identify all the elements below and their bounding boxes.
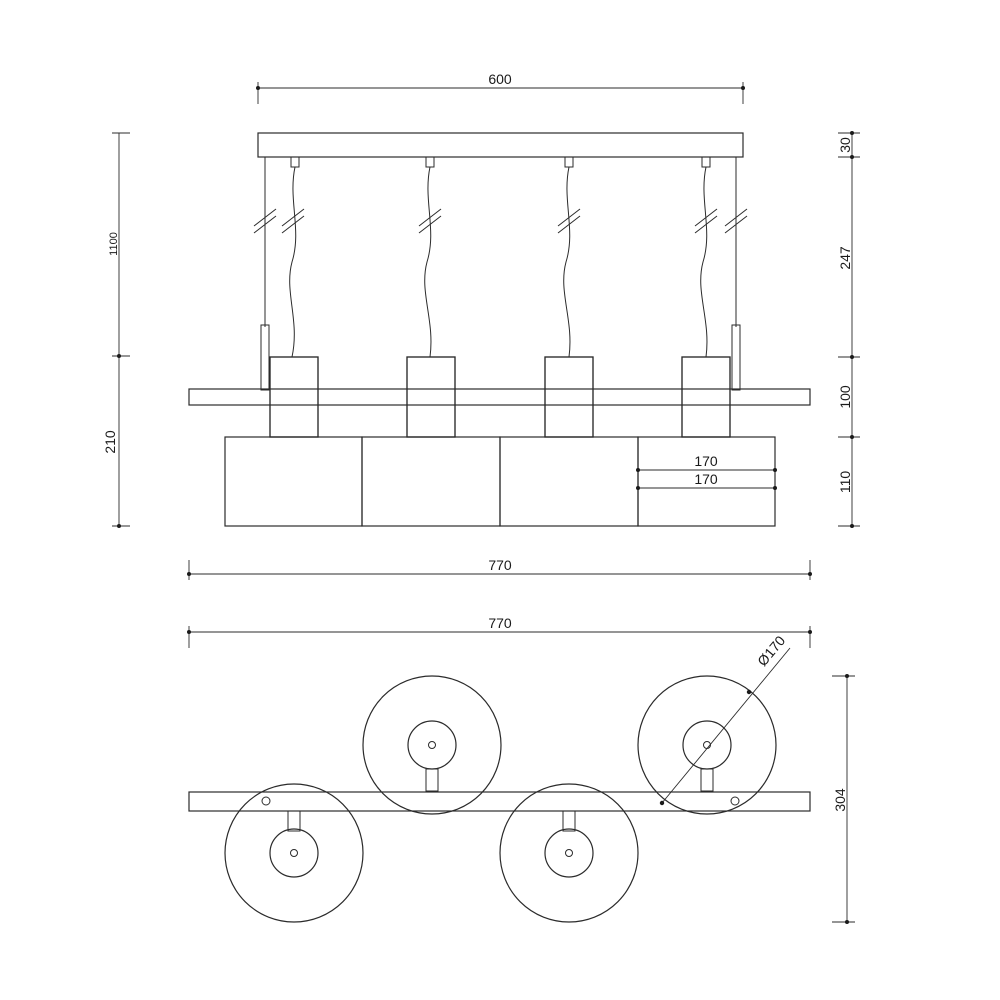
drop-height-label: 247 xyxy=(837,246,853,270)
depth-dimension: 304 xyxy=(832,674,855,924)
bottom-width-dimension: 770 xyxy=(187,557,812,580)
total-height-label: 1100 xyxy=(108,232,120,256)
front-shades xyxy=(224,783,639,923)
cords xyxy=(289,166,708,358)
lamp-holders xyxy=(269,356,731,438)
top-width-dimension: 600 xyxy=(256,71,745,104)
lamp-holders-front xyxy=(269,356,731,438)
diameter-label: Ø170 xyxy=(754,632,788,669)
top-view: 770 xyxy=(187,615,855,924)
right-height-dimensions: 30 247 100 110 xyxy=(837,131,860,528)
horizontal-bar xyxy=(188,388,811,406)
suspension-rods xyxy=(260,157,741,391)
top-view-bar xyxy=(188,791,811,812)
lower-height-label: 210 xyxy=(102,430,118,454)
canopy-height-label: 30 xyxy=(837,137,853,153)
bar-height-label: 100 xyxy=(837,385,853,409)
back-shades xyxy=(362,675,777,815)
bottom-width-label: 770 xyxy=(488,557,512,573)
shades xyxy=(224,436,776,527)
shade-width-dimensions: 170 170 xyxy=(636,453,777,490)
top-view-width-dimension: 770 xyxy=(187,615,812,648)
top-width-label: 600 xyxy=(488,71,512,87)
canopy xyxy=(257,132,744,158)
break-marks xyxy=(253,208,748,234)
left-height-dimensions: 1100 210 xyxy=(102,132,130,528)
shade-width-label-2: 170 xyxy=(694,471,718,487)
top-view-width-label: 770 xyxy=(488,615,512,631)
front-shade-holders xyxy=(269,810,594,878)
cord-connectors xyxy=(290,156,711,168)
shade-height-label: 110 xyxy=(837,471,853,494)
depth-label: 304 xyxy=(832,788,848,812)
shade-width-label-1: 170 xyxy=(694,453,718,469)
front-view: 170 170 600 1100 210 xyxy=(102,71,860,580)
